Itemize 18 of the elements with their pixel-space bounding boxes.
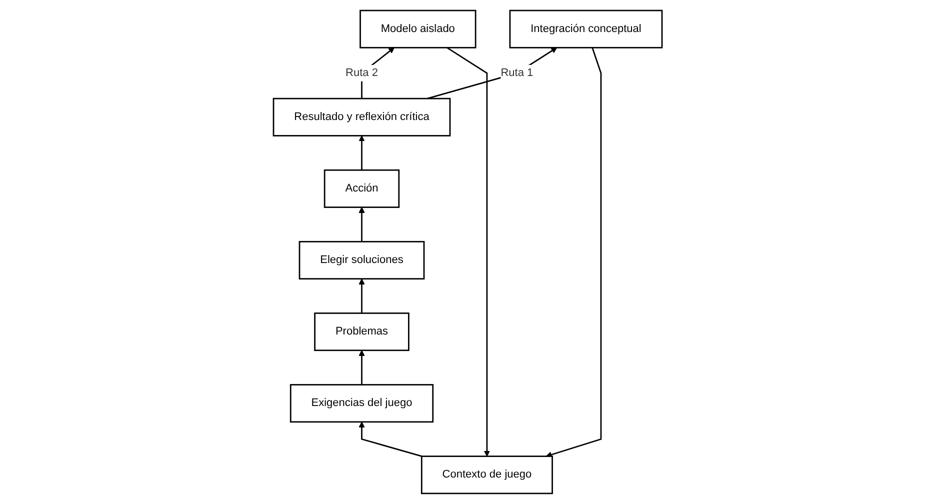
arrow: [358, 207, 365, 242]
arrow: [358, 422, 422, 457]
arrow: [358, 278, 365, 314]
node-box: Elegir soluciones: [299, 240, 425, 280]
arrow: [446, 47, 490, 457]
node-box: Problemas: [314, 312, 410, 352]
arrow: [358, 350, 365, 385]
arrow: [546, 47, 602, 458]
node-box: Exigencias del juego: [290, 384, 434, 423]
edge-label: Ruta 2: [346, 66, 378, 79]
node-box: Contexto de juego: [421, 456, 554, 494]
node-box: Acción: [324, 169, 400, 208]
node-box: Modelo aislado: [360, 10, 476, 48]
arrow: [358, 135, 365, 170]
arrow: [427, 47, 558, 100]
node-box: Integración conceptual: [510, 10, 663, 48]
edge-label: Ruta 1: [500, 66, 534, 79]
node-box: Resultado y reflexión crítica: [273, 98, 451, 136]
